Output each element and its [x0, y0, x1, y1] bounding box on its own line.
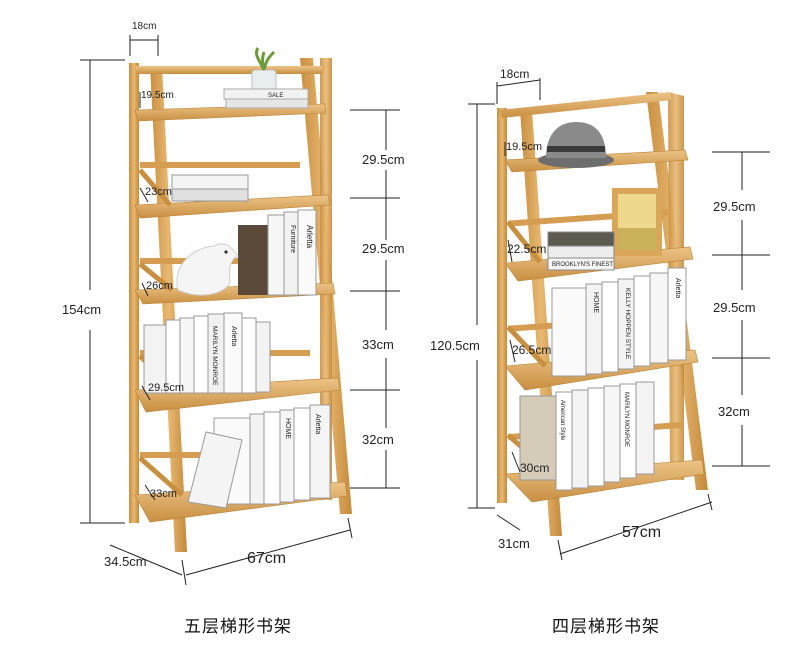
book-flat-four-tier2-b — [547, 245, 615, 259]
five-tier-shelf: SALE Furniture Arletta MARILYN MONR — [129, 47, 352, 552]
four-back-upright-left — [497, 108, 507, 503]
four-spacing-3: 32cm — [718, 404, 750, 419]
book-spine-furniture: Furniture — [289, 225, 296, 253]
four-base-depth-label: 31cm — [498, 536, 530, 551]
four-dimension-lines — [468, 78, 770, 561]
book-row-four-tier4 — [519, 381, 655, 491]
five-shelf-2 — [134, 194, 331, 219]
four-spacing-1: 29.5cm — [713, 199, 756, 214]
book-spine-home-2: HOME — [592, 292, 599, 313]
five-top-depth-label: 18cm — [132, 21, 156, 32]
five-tier-caption: 五层梯形书架 — [184, 617, 292, 637]
five-tier-depth-4: 29.5cm — [148, 382, 184, 394]
five-total-height-label: 154cm — [62, 302, 101, 317]
book-spine-marilyn-2: MARILYN MONROE — [623, 392, 629, 447]
bird-ornament-icon — [176, 243, 239, 296]
picture-frame-icon — [612, 188, 662, 256]
five-tier-depth-1: 19.5cm — [141, 90, 174, 101]
five-spacing-1: 29.5cm — [362, 152, 405, 167]
book-spine-sale: SALE — [268, 93, 283, 99]
four-tier-depth-2: 22.5cm — [507, 242, 546, 256]
book-spine-arletta-2: Arletta — [230, 326, 237, 346]
book-spine-arletta-3: Arletta — [314, 414, 321, 434]
book-flat-four-tier2 — [547, 231, 615, 247]
plant-pot-icon — [251, 47, 277, 93]
four-tier-shelf: BROOKLYN'S FINEST HOME KELLY HOPPEN STYL… — [497, 92, 708, 536]
four-tier-depth-3: 26.5cm — [512, 343, 551, 357]
five-front-rail-left — [150, 66, 187, 552]
five-tier-depth-5: 33cm — [150, 488, 177, 500]
book-spine-arletta-4: Arletta — [674, 278, 681, 298]
four-top-crossbar — [500, 92, 672, 118]
book-row-tier4 — [143, 312, 271, 394]
book-spine-marilyn: MARILYN MONROE — [211, 326, 218, 386]
book-stack-top-2 — [225, 98, 309, 109]
five-back-rail-1 — [140, 162, 300, 168]
five-top-crossbar — [136, 66, 322, 74]
book-flat-tier2 — [171, 174, 249, 190]
hat-icon — [538, 122, 614, 168]
book-flat-four-tier2-c — [547, 257, 615, 271]
five-spacing-4: 32cm — [362, 432, 394, 447]
book-row-tier3 — [238, 209, 317, 296]
four-width-label: 57cm — [622, 524, 661, 541]
four-tier-depth-4: 30cm — [520, 461, 549, 475]
book-spine-arletta: Arletta — [305, 225, 314, 249]
four-tier-depth-1: 19.5cm — [506, 141, 542, 153]
book-flat-tier2-b — [171, 188, 249, 202]
book-spine-home: HOME — [284, 418, 291, 439]
five-spacing-3: 33cm — [362, 337, 394, 352]
four-spacing-2: 29.5cm — [713, 300, 756, 315]
five-brace-1 — [138, 168, 172, 207]
book-row-four-tier3 — [551, 267, 687, 377]
five-base-depth-label: 34.5cm — [104, 554, 147, 569]
four-total-height-label: 120.5cm — [430, 338, 480, 353]
four-tier-caption: 四层梯形书架 — [552, 617, 660, 637]
five-spacing-2: 29.5cm — [362, 241, 405, 256]
five-tier-depth-2: 23cm — [145, 186, 172, 198]
four-brace-2 — [506, 325, 547, 368]
four-top-depth-label: 18cm — [500, 67, 529, 81]
five-dimension-lines — [80, 35, 400, 586]
book-spine-american: American Style — [559, 400, 565, 441]
five-tier-depth-3: 26cm — [146, 280, 173, 292]
five-back-upright-left — [129, 63, 139, 523]
book-stack-top — [223, 88, 309, 100]
book-spine-brooklyn: BROOKLYN'S FINEST — [552, 262, 613, 268]
book-row-tier5 — [187, 404, 331, 509]
four-brace-1 — [506, 220, 542, 264]
five-brace-2 — [138, 262, 174, 292]
five-brace-4 — [138, 456, 184, 497]
five-width-label: 67cm — [247, 550, 286, 567]
book-spine-kelly: KELLY HOPPEN STYLE — [624, 288, 631, 360]
